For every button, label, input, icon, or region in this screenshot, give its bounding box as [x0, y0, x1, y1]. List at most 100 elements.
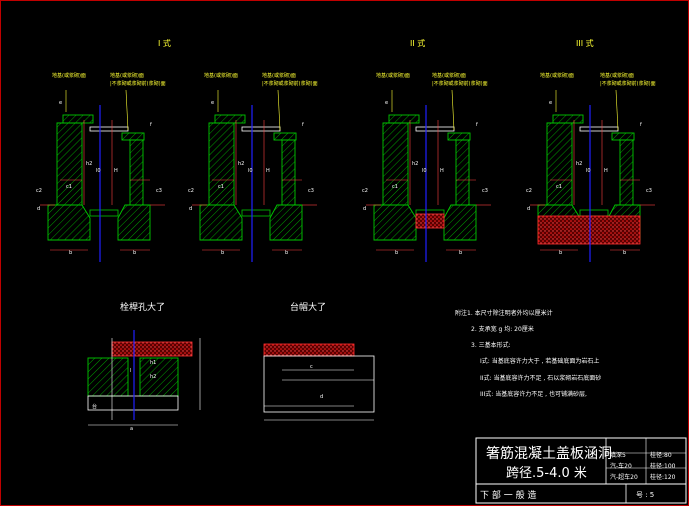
detail-right-body: [263, 355, 375, 413]
wall-left: [382, 122, 409, 206]
variant-3-note-b1: 地基(或浆砌)面: [432, 73, 466, 79]
dim-label-h2: h2: [238, 161, 244, 167]
wall-right: [129, 139, 144, 206]
stone-bed: [415, 213, 445, 229]
dim-label-h2: h2: [412, 161, 418, 167]
dim-label-f: f: [150, 122, 152, 128]
leader-note-b: [615, 89, 619, 131]
variant-1-note-b2: |不浆砌或浆砌前(浆砌)面: [110, 81, 166, 87]
leader-note-b: [125, 89, 129, 131]
detail-left-label-h1: h1: [150, 360, 156, 366]
dim-label-c3: c3: [482, 188, 488, 194]
dim-label-h: H: [266, 168, 270, 174]
variant-4-note-b2: |不浆砌或浆砌前(浆砌)面: [600, 81, 656, 87]
dim-label-h2: h2: [86, 161, 92, 167]
dim-label-c2: c2: [188, 188, 194, 194]
dim-label-d: d: [527, 206, 530, 212]
title-main: 箸筋混凝土盖板涵洞: [486, 446, 612, 462]
dim-label-c1: c1: [218, 184, 224, 190]
title-row2-b: 桂径:100: [650, 463, 676, 470]
cap-right: [611, 132, 635, 141]
dim-label-c2: c2: [362, 188, 368, 194]
cover-slab: [579, 126, 619, 132]
detail-left-block-left: [87, 357, 129, 397]
wall-left: [208, 122, 235, 206]
cap-left: [552, 114, 584, 124]
dim-label-f: f: [302, 122, 304, 128]
dim-label-e: e: [211, 100, 214, 106]
wall-right: [281, 139, 296, 206]
cover-slab: [415, 126, 455, 132]
detail-left-title: 栓桿孔大了: [120, 303, 166, 313]
abutment-section-3: c2 d c3 b b l0 Hh2 e f c1: [362, 89, 491, 262]
cap-right: [273, 132, 297, 141]
cover-slab: [241, 126, 281, 132]
cap-right: [121, 132, 145, 141]
detail-left-base: [87, 395, 179, 411]
bed-slab: [241, 209, 271, 217]
dim-label-l0: l0: [96, 168, 101, 174]
bed-slab: [579, 209, 609, 217]
dim-label-f: f: [476, 122, 478, 128]
variant-1-note-b1: 地基(或浆砌)面: [110, 73, 144, 79]
title-block-border: [475, 437, 687, 504]
note-5: II式: 当基底容许力不足 , 石以浆砌岩石底面砂: [480, 375, 602, 382]
variant-2-note-b1: 地基(或浆砌)面: [262, 73, 296, 79]
dim-label-b-left: b: [559, 250, 562, 256]
dim-label-e: e: [385, 100, 388, 106]
footing-right: [269, 204, 303, 241]
leader-note-b: [277, 89, 281, 131]
wall-right: [455, 139, 470, 206]
wall-right: [619, 139, 634, 206]
note-3: 3. 三基本形式:: [471, 342, 511, 349]
title-drawing-name: 下 部 一 般 造: [480, 491, 537, 501]
dim-label-b-left: b: [221, 250, 224, 256]
footing-right: [443, 204, 477, 241]
cap-left: [214, 114, 246, 124]
title-sub: 跨径.5-4.0 米: [506, 466, 587, 481]
title-row1-b: 桂径:80: [650, 452, 672, 459]
dim-label-c3: c3: [156, 188, 162, 194]
variant-3-title: II 式: [410, 39, 426, 48]
stone-bed-full: [537, 215, 641, 245]
wall-left: [56, 122, 83, 206]
variant-4-note-b1: 地基(或浆砌)面: [600, 73, 634, 79]
dim-label-h: H: [440, 168, 444, 174]
dim-label-b-right: b: [133, 250, 136, 256]
cover-slab: [89, 126, 129, 132]
dim-label-c3: c3: [308, 188, 314, 194]
dim-label-l0: l0: [586, 168, 591, 174]
detail-right-label-d: d: [320, 394, 323, 400]
dim-label-h2: h2: [576, 161, 582, 167]
bed-slab: [89, 209, 119, 217]
dim-label-b-right: b: [623, 250, 626, 256]
dim-label-b-right: b: [459, 250, 462, 256]
detail-left-label-l: l: [130, 368, 131, 374]
detail-right-title: 台帽大了: [290, 303, 327, 313]
detail-left-slab: [111, 341, 193, 357]
dim-label-l0: l0: [422, 168, 427, 174]
variant-3-note-b2: |不浆砌或浆砌前(浆砌)面: [432, 81, 488, 87]
title-row2-a: 汽-车20: [610, 463, 632, 470]
dim-label-c1: c1: [392, 184, 398, 190]
detail-right-cap: [263, 343, 355, 357]
detail-left-block-right: [139, 357, 179, 397]
dim-label-c2: c2: [36, 188, 42, 194]
dim-label-d: d: [189, 206, 192, 212]
dim-label-f: f: [640, 122, 642, 128]
dim-label-b-right: b: [285, 250, 288, 256]
footing-left: [199, 204, 243, 241]
dim-label-d: d: [363, 206, 366, 212]
dim-label-b-left: b: [395, 250, 398, 256]
footing-left: [373, 204, 417, 241]
detail-left-label-h2: h2: [150, 374, 156, 380]
dim-label-c1: c1: [66, 184, 72, 190]
detail-right-label-c: c: [310, 364, 313, 370]
dim-label-c2: c2: [526, 188, 532, 194]
detail-left-label-a: a: [130, 426, 133, 432]
detail-left-label-base: 台: [92, 403, 97, 410]
